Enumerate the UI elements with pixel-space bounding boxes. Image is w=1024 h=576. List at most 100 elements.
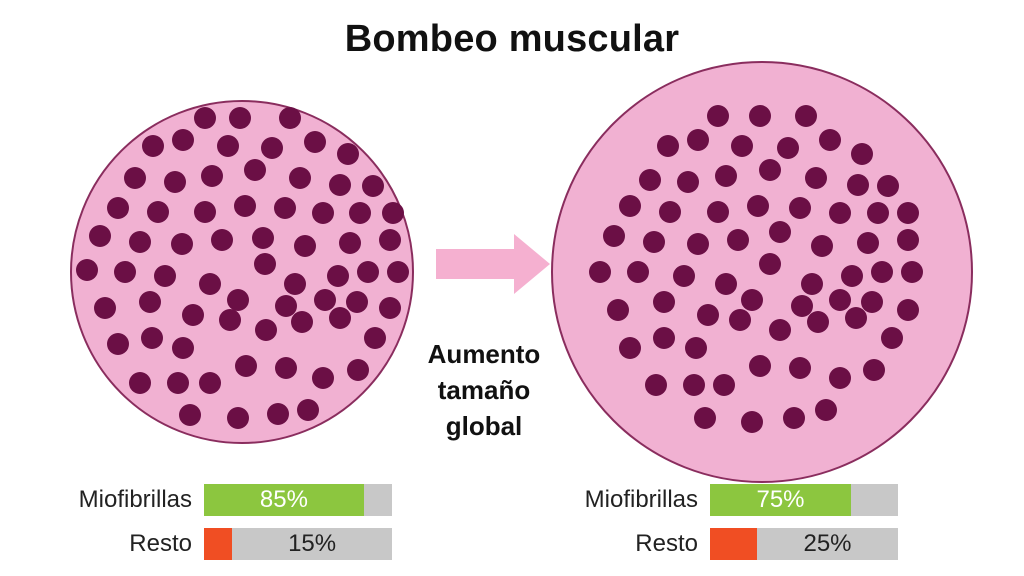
myofibril-dot	[217, 135, 239, 157]
myofibril-dot	[199, 372, 221, 394]
myofibril-dot	[312, 367, 334, 389]
myofibril-dot	[845, 307, 867, 329]
myofibril-dot	[815, 399, 837, 421]
growth-arrow-shaft	[436, 249, 516, 279]
myofibril-dot	[607, 299, 629, 321]
myofibril-dot	[829, 367, 851, 389]
myofibril-dot	[685, 337, 707, 359]
bar-label: Resto	[129, 530, 192, 557]
myofibril-dot	[707, 105, 729, 127]
myofibril-dot	[297, 399, 319, 421]
cell-before	[70, 100, 414, 444]
myofibril-dot	[327, 265, 349, 287]
myofibril-dot	[713, 374, 735, 396]
myofibril-dot	[255, 319, 277, 341]
myofibril-dot	[387, 261, 409, 283]
myofibril-dot	[129, 372, 151, 394]
myofibril-dot	[267, 403, 289, 425]
myofibril-dot	[659, 201, 681, 223]
myofibril-dot	[235, 355, 257, 377]
myofibril-dot	[284, 273, 306, 295]
myofibril-dot	[139, 291, 161, 313]
myofibril-dot	[657, 135, 679, 157]
myofibril-dot	[379, 297, 401, 319]
myofibril-dot	[759, 253, 781, 275]
myofibril-dot	[759, 159, 781, 181]
myofibril-dot	[795, 105, 817, 127]
myofibril-dot	[589, 261, 611, 283]
bar-track: 25%	[710, 528, 898, 560]
myofibril-dot	[747, 195, 769, 217]
myofibril-dot	[619, 195, 641, 217]
bar-fill	[204, 484, 364, 516]
bar-label: Resto	[635, 530, 698, 557]
myofibril-dot	[201, 165, 223, 187]
myofibril-dot	[147, 201, 169, 223]
myofibril-dot	[829, 289, 851, 311]
myofibril-dot	[749, 105, 771, 127]
myofibril-dot	[219, 309, 241, 331]
bar-fill	[710, 528, 757, 560]
myofibril-dot	[314, 289, 336, 311]
growth-arrow-icon	[436, 234, 550, 294]
myofibril-dot	[749, 355, 771, 377]
myofibril-dot	[227, 407, 249, 429]
myofibril-dot	[897, 299, 919, 321]
myofibril-dot	[789, 357, 811, 379]
myofibril-dot	[819, 129, 841, 151]
myofibril-dot	[867, 202, 889, 224]
myofibril-dot	[877, 175, 899, 197]
myofibril-dot	[76, 259, 98, 281]
bar-label: Miofibrillas	[584, 486, 698, 513]
myofibril-dot	[741, 411, 763, 433]
bar-track: 85%	[204, 484, 392, 516]
myofibril-dot	[171, 233, 193, 255]
myofibril-dot	[346, 291, 368, 313]
bar-track: 15%	[204, 528, 392, 560]
myofibril-dot	[897, 229, 919, 251]
myofibril-dot	[653, 327, 675, 349]
bar-value: 85%	[259, 486, 308, 513]
bar-track: 75%	[710, 484, 898, 516]
myofibril-dot	[261, 137, 283, 159]
bar-fill	[204, 528, 233, 560]
myofibril-dot	[727, 229, 749, 251]
growth-caption: Aumento tamaño global	[410, 336, 558, 444]
myofibril-dot	[715, 165, 737, 187]
myofibril-dot	[124, 167, 146, 189]
myofibril-dot	[841, 265, 863, 287]
myofibril-dot	[805, 167, 827, 189]
myofibril-dot	[741, 289, 763, 311]
myofibril-dot	[252, 227, 274, 249]
myofibril-dot	[769, 319, 791, 341]
myofibril-dot	[244, 159, 266, 181]
myofibril-dot	[643, 231, 665, 253]
myofibril-dot	[619, 337, 641, 359]
myofibril-dot	[194, 107, 216, 129]
myofibril-dot	[304, 131, 326, 153]
myofibril-dot	[347, 359, 369, 381]
myofibril-dot	[229, 107, 251, 129]
myofibril-dot	[881, 327, 903, 349]
myofibril-dot	[863, 359, 885, 381]
myofibril-dot	[653, 291, 675, 313]
myofibril-dot	[357, 261, 379, 283]
cell-before-membrane	[70, 100, 414, 444]
myofibril-dot	[289, 167, 311, 189]
myofibril-dot	[715, 273, 737, 295]
myofibril-dot	[107, 333, 129, 355]
myofibril-dot	[329, 307, 351, 329]
myofibril-dot	[164, 171, 186, 193]
myofibril-dot	[89, 225, 111, 247]
myofibril-dot	[274, 197, 296, 219]
myofibril-dot	[94, 297, 116, 319]
myofibril-dot	[329, 174, 351, 196]
myofibril-dot	[729, 309, 751, 331]
myofibril-dot	[603, 225, 625, 247]
myofibril-dot	[167, 372, 189, 394]
myofibril-dot	[312, 202, 334, 224]
myofibril-dot	[379, 229, 401, 251]
bar-fill	[710, 484, 851, 516]
myofibril-dot	[294, 235, 316, 257]
